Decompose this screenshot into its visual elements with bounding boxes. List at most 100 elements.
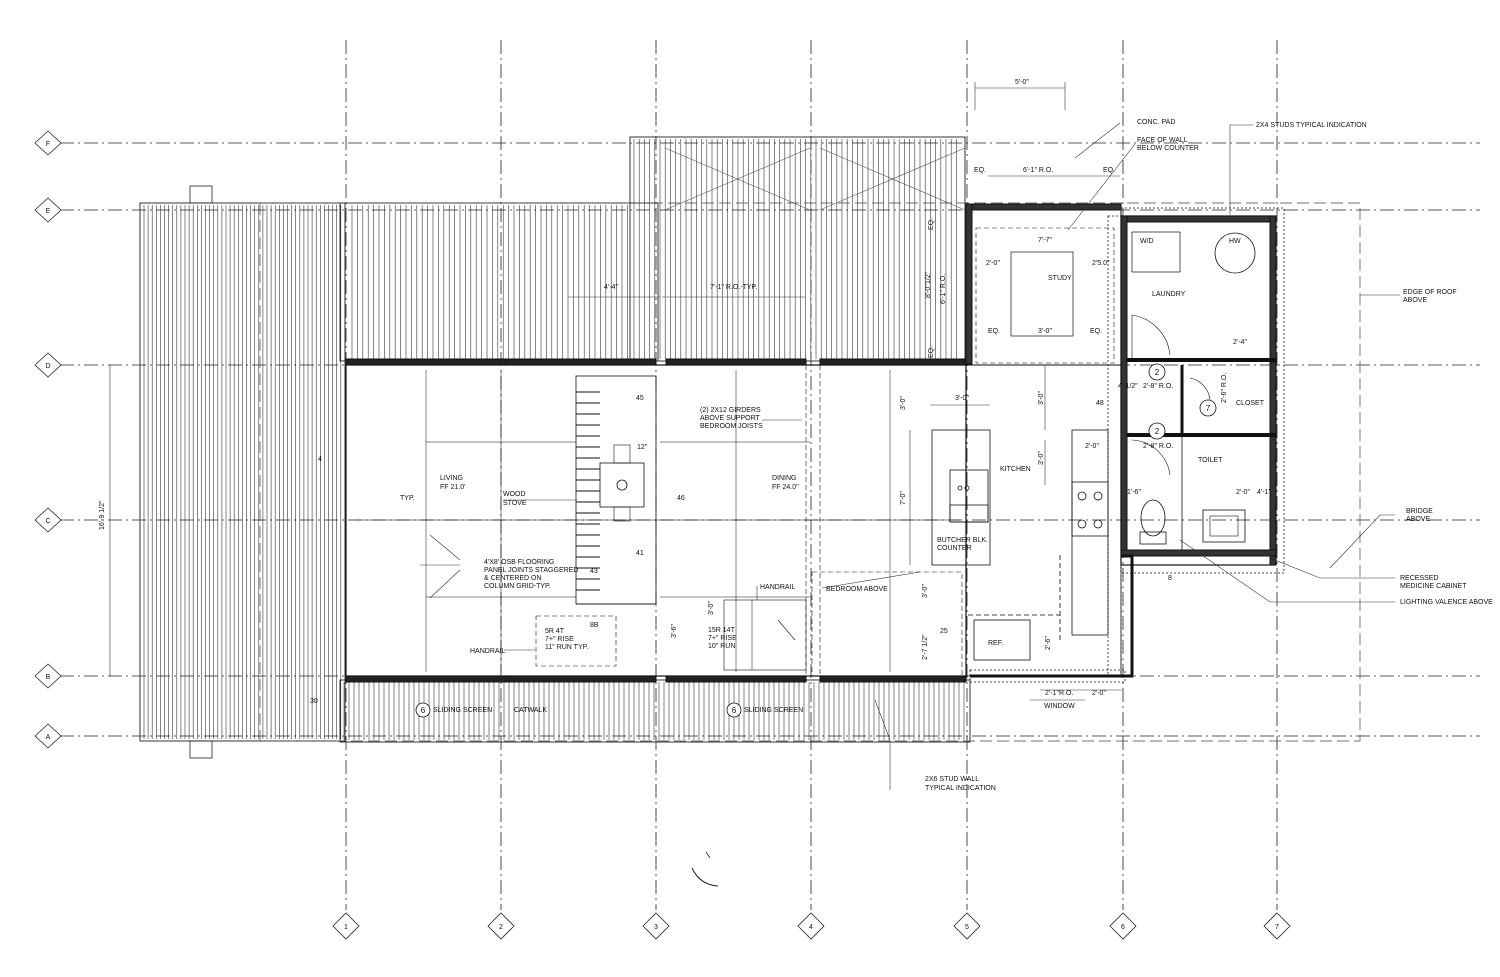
dim-label: EQ.: [988, 328, 1000, 335]
dim-label: 4'-1/2": [1118, 383, 1138, 390]
grid-row-label: A: [46, 734, 51, 741]
label-wd: W/D: [1140, 238, 1154, 245]
grid-row-label: F: [46, 141, 50, 148]
dim-label: EQ.: [928, 218, 935, 230]
grid-col-label: 3: [654, 924, 658, 931]
west-deck: [139, 202, 346, 742]
grid-row-e-bubble: [34, 197, 62, 223]
grid-col-2-bubble: [487, 912, 515, 940]
dim-label: 45: [636, 395, 644, 402]
grid-col-label: 6: [1121, 924, 1125, 931]
dim-label: 46: [677, 495, 685, 502]
dim-label: 43: [590, 568, 598, 575]
note-handrail: HANDRAIL: [470, 648, 506, 655]
note-sliding-screen: SLIDING SCREEN: [433, 707, 492, 714]
label-catwalk: CATWALK: [514, 707, 547, 714]
note-girders: (2) 2X12 GIRDERS: [700, 407, 761, 414]
grid-col-3-bubble: [642, 912, 670, 940]
note-handrail: HANDRAIL: [760, 584, 796, 591]
tag-label: 7: [1206, 404, 1211, 413]
note-2x4-studs: 2X4 STUDS TYPICAL INDICATION: [1256, 122, 1367, 129]
room-label-dining: DINING: [772, 475, 797, 482]
note-2x6-stud-wall: 2X6 STUD WALL: [925, 776, 979, 783]
dim-label: 3'-0": [1038, 328, 1052, 335]
dim-label: 2'-8" R.O.: [1143, 443, 1173, 450]
dim-label: 3'-0": [900, 396, 907, 410]
dim-label: 4'-4": [604, 284, 618, 291]
room-label-laundry: LAUNDRY: [1152, 291, 1186, 298]
label-typ: TYP.: [400, 495, 415, 502]
dim-label: EQ.: [1103, 167, 1115, 174]
note-butcher-block: COUNTER: [937, 545, 972, 552]
note-stair-2: 15R 14T: [708, 627, 736, 634]
note-lighting: LIGHTING VALENCE ABOVE: [1400, 599, 1493, 606]
grid-row-b-bubble: [34, 663, 62, 689]
grid-col-label: 4: [809, 924, 813, 931]
dim-label: 4: [318, 456, 322, 463]
dim-label: 6'-1" R.O.: [1023, 167, 1053, 174]
tag-label: 2: [1155, 427, 1160, 436]
dim-label: 2'5.0": [1092, 260, 1110, 267]
dim-label: EQ.: [1090, 328, 1102, 335]
door-tag-toilet: [1148, 422, 1166, 440]
dim-label: 41: [636, 550, 644, 557]
grid-col-label: 2: [499, 924, 503, 931]
dim-label: EQ.: [974, 167, 986, 174]
grid-col-6-bubble: [1109, 912, 1137, 940]
dim-label: 3'-0": [955, 395, 969, 402]
door-tag-closet: [1199, 399, 1217, 417]
dim-label: 3'-0": [708, 601, 715, 615]
note-girders: ABOVE SUPPORT: [700, 415, 761, 422]
dim-label: 6'-1" R.O.: [940, 274, 947, 304]
dim-label: 3'-0": [1038, 391, 1045, 405]
dim-label: 2'-0": [986, 260, 1000, 267]
dim-label: 8: [1168, 575, 1172, 582]
grid-col-label: 5: [965, 924, 969, 931]
dim-label: 7'-7": [1038, 237, 1052, 244]
room-label-closet: CLOSET: [1236, 400, 1265, 407]
grid-row-f-bubble: [34, 130, 62, 156]
note-recessed: RECESSED: [1400, 575, 1439, 582]
tag-label: 2: [1155, 368, 1160, 377]
note-face-of-wall: FACE OF WALL: [1137, 137, 1188, 144]
grid-col-5-bubble: [953, 912, 981, 940]
dim-label: 12": [637, 444, 648, 451]
dim-label: 2'-6": [1045, 636, 1052, 650]
dim-label: 48: [1096, 400, 1104, 407]
grid-row-a-bubble: [34, 723, 62, 749]
door-tag-laundry: [1148, 363, 1166, 381]
dim-label: 3'-0": [922, 584, 929, 598]
note-bridge-above: BRIDGE: [1406, 508, 1433, 515]
sliding-screen-tag-2: [726, 702, 742, 718]
note-sliding-screen: SLIDING SCREEN: [744, 707, 803, 714]
grid-row-label: D: [45, 363, 50, 370]
catwalk-deck: [339, 679, 971, 743]
dim-label: 7'-0": [900, 491, 907, 505]
note-stair-2: 7+" RISE: [708, 635, 737, 642]
north-arrow-icon: [691, 867, 719, 887]
dim-label: 3'-0": [1038, 451, 1045, 465]
note-window: WINDOW: [1044, 703, 1075, 710]
room-label-dining-ff: FF 24.0'': [772, 484, 799, 491]
note-2x6-stud-wall: TYPICAL INDICATION: [925, 785, 996, 792]
room-label-toilet: TOILET: [1198, 457, 1223, 464]
note-osb: COLUMN GRID-TYP.: [484, 583, 551, 590]
dim-label: 2'-7 1/2": [922, 634, 929, 660]
note-conc-pad: CONC. PAD: [1137, 119, 1175, 126]
dim-label: 8'-0"1/2": [925, 271, 932, 298]
dim-label: 3'-6": [671, 624, 678, 638]
note-osb: PANEL JOINTS STAGGERED: [484, 567, 578, 574]
dim-label: 25: [940, 628, 948, 635]
dim-label: 2'-0": [1085, 443, 1099, 450]
note-recessed: MEDICINE CABINET: [1400, 583, 1467, 590]
grid-col-label: 1: [344, 924, 348, 931]
grid-col-4-bubble: [797, 912, 825, 940]
grid-col-1-bubble: [332, 912, 360, 940]
dim-label: 5'-0": [1015, 79, 1029, 86]
grid-row-label: B: [46, 674, 51, 681]
room-label-kitchen: KITCHEN: [1000, 466, 1031, 473]
note-bedroom-above: BEDROOM ABOVE: [826, 586, 888, 593]
dim-label: 7'-1" R.O.-TYP.: [710, 284, 757, 291]
note-face-of-wall: BELOW COUNTER: [1137, 145, 1199, 152]
